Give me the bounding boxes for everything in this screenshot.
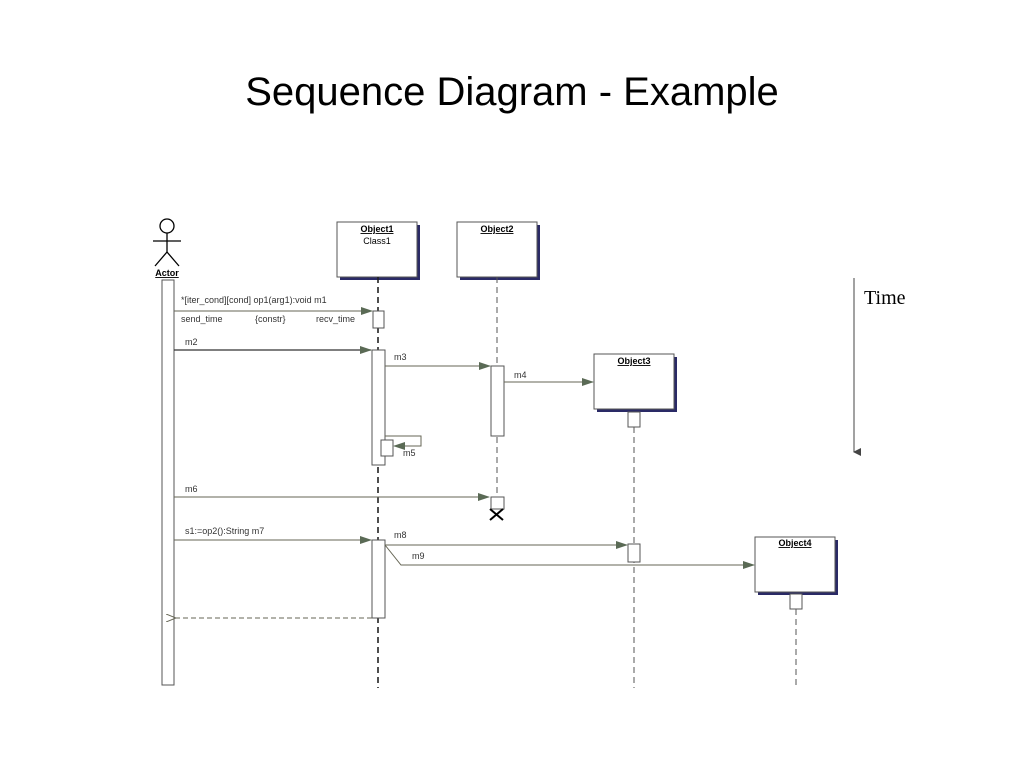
actor-figure <box>153 218 181 267</box>
slide-title: Sequence Diagram - Example <box>245 70 779 114</box>
object2-name: Object2 <box>480 224 513 234</box>
object4-box <box>754 536 838 595</box>
object1-activation-m2 <box>371 349 386 466</box>
object2-destroy-activation <box>490 496 505 510</box>
m7-label: s1:=op2():String m7 <box>185 526 264 536</box>
object4-creation-activation <box>789 593 803 610</box>
m2-label: m2 <box>185 337 198 347</box>
m5-self-arrow <box>385 435 422 450</box>
object3-creation-activation <box>627 411 641 428</box>
object1-activation-m5 <box>380 439 394 457</box>
m3-label: m3 <box>394 352 407 362</box>
object1-class: Class1 <box>363 236 391 246</box>
object1-box <box>336 221 420 280</box>
m1-constraint-label: {constr} <box>255 314 286 324</box>
time-axis-label: Time <box>864 287 906 309</box>
object2-box <box>456 221 540 280</box>
actor-lifeline-bar <box>161 279 175 686</box>
object2-destroy-icon <box>489 508 504 521</box>
object1-name: Object1 <box>360 224 393 234</box>
m1-send-time-label: send_time <box>181 314 223 324</box>
m1-recv-time-label: recv_time <box>316 314 355 324</box>
m1-signature-label: *[iter_cond][cond] op1(arg1):void m1 <box>181 295 327 305</box>
object1-activation-m1 <box>372 310 385 329</box>
object3-name: Object3 <box>617 356 650 366</box>
object2-activation <box>490 365 505 437</box>
actor-label: Actor <box>155 268 179 278</box>
object3-activation-m8 <box>627 543 641 563</box>
object3-box <box>593 353 677 412</box>
m5-label: m5 <box>403 448 416 458</box>
object1-activation-m7 <box>371 539 386 619</box>
m9-arrow <box>384 544 755 569</box>
m8-label: m8 <box>394 530 407 540</box>
m4-label: m4 <box>514 370 527 380</box>
m6-label: m6 <box>185 484 198 494</box>
object4-name: Object4 <box>778 538 811 548</box>
m9-label: m9 <box>412 551 425 561</box>
